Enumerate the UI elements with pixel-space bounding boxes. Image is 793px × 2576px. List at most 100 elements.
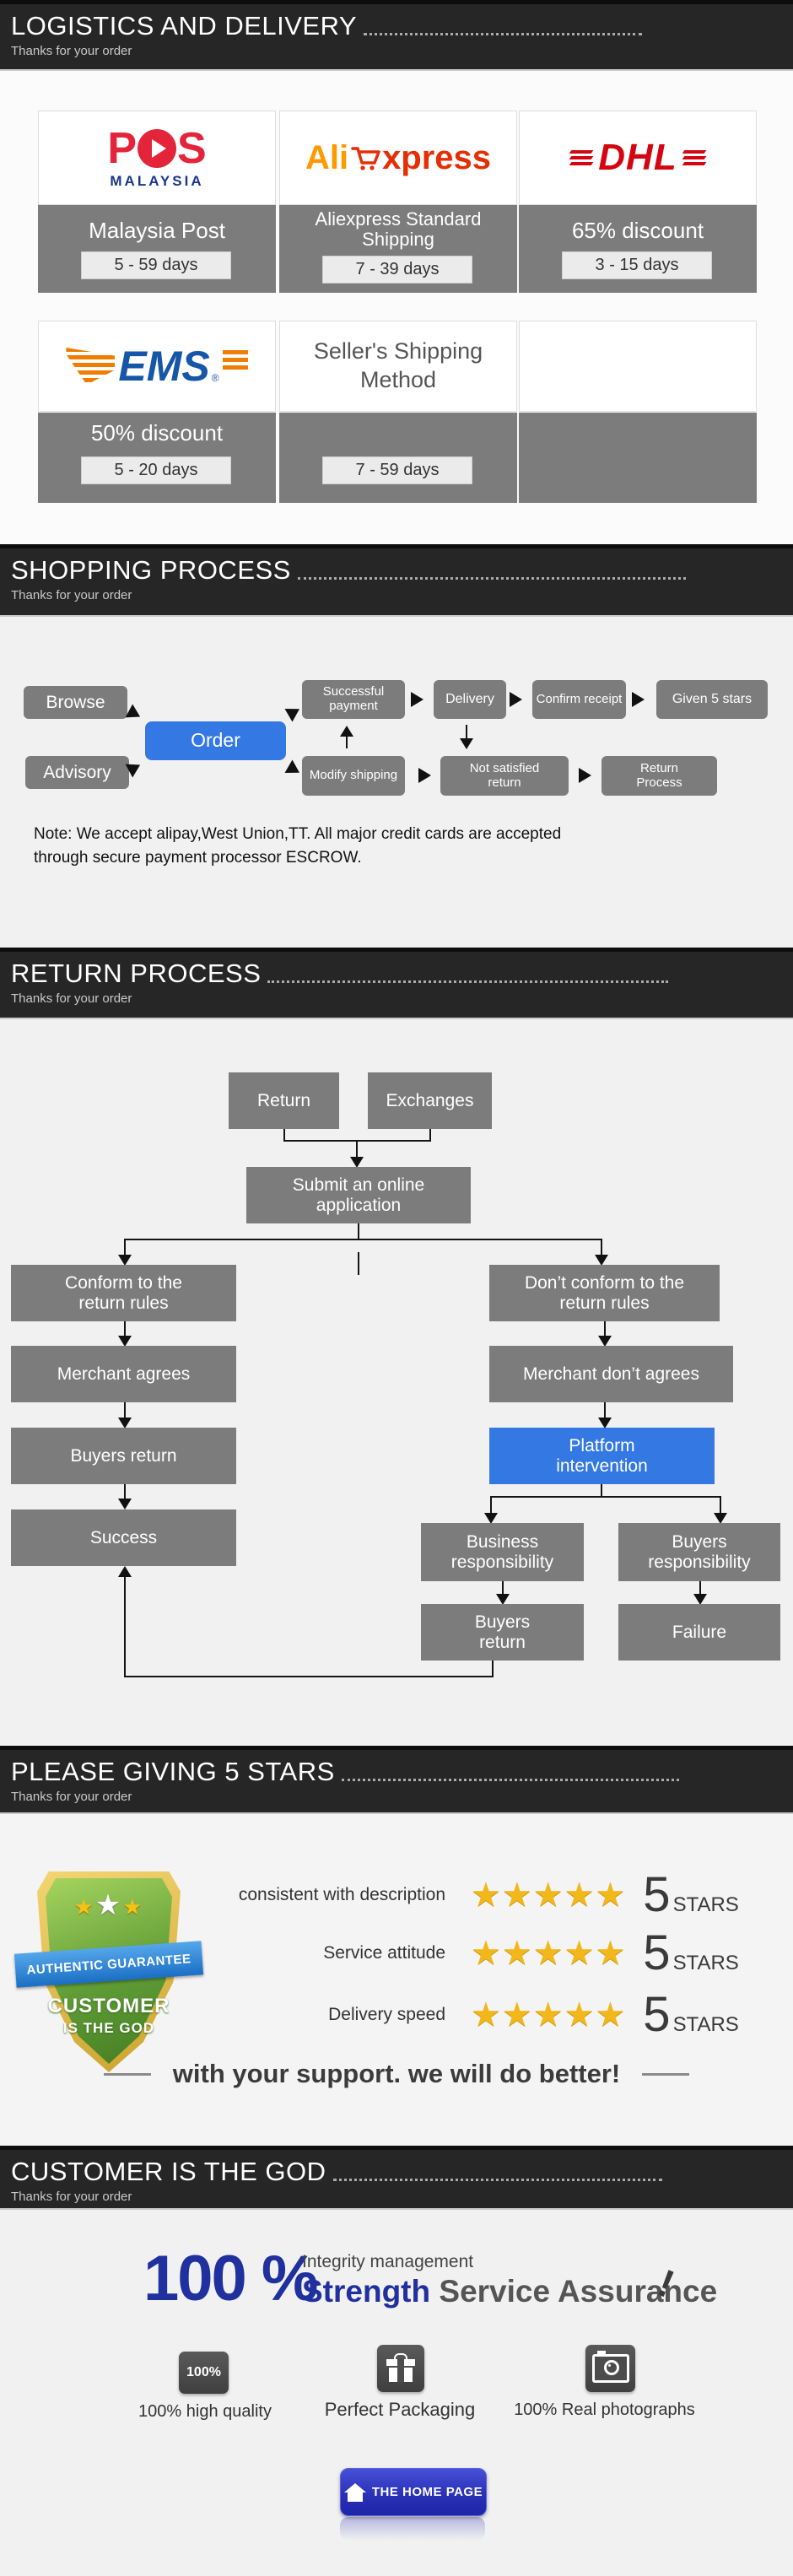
flow-node-platform-intervention: Platform intervention [489, 1428, 715, 1484]
arrow-delivery-confirm [510, 692, 522, 707]
connector-line [699, 1581, 701, 1595]
pos-country-label: MALAYSIA [110, 172, 204, 189]
dhl-speedlines-left-icon [569, 150, 594, 165]
dhl-logo-cell: DHL [519, 111, 757, 205]
flow-node-confirm-receipt: Confirm receipt [532, 680, 626, 719]
connector-line [124, 1239, 126, 1256]
note-line2: through secure payment processor ESCROW. [34, 849, 362, 867]
logistics-title: LOGISTICS AND DELIVERY [11, 11, 358, 41]
connector-line [466, 725, 467, 738]
arrow [496, 1594, 510, 1605]
arrow [693, 1594, 707, 1605]
empty-cell [519, 321, 757, 412]
strength-label: Strength [302, 2274, 431, 2309]
house-icon [343, 2482, 366, 2502]
connector-line [124, 1484, 126, 1499]
arrow [118, 1418, 132, 1428]
camera-icon [585, 2345, 635, 2392]
integrity-label: Integrity management [302, 2252, 474, 2271]
ems-text: EMS [118, 343, 210, 390]
connector-line [124, 1321, 126, 1337]
score-number: 5 [643, 1925, 671, 1980]
support-line: with your support. we will do better! [0, 2059, 793, 2089]
xpress-text: xpress [382, 138, 492, 176]
rating-label: Delivery speed [328, 2005, 445, 2024]
flow-node-return-process: Return Process [601, 756, 717, 796]
customer-section: 100 % Integrity management Strength Serv… [0, 2210, 793, 2576]
connector-line [492, 1661, 494, 1676]
score-number: 5 [643, 1867, 671, 1922]
connector-line [490, 1496, 721, 1498]
pos-letter-p: P [107, 123, 137, 173]
arrow-modify-notsatisfied [418, 768, 431, 783]
five-stars-icon: ★★★★★ [471, 1935, 627, 1972]
arrow [484, 1513, 498, 1524]
dotted-line [267, 978, 669, 983]
dhl-discount-cell: 65% discount 3 - 15 days [519, 205, 757, 293]
flow-node-advisory: Advisory [25, 756, 129, 789]
registered-mark: ® [211, 372, 219, 384]
flow-node-failure: Failure [618, 1604, 780, 1661]
stars-subtitle: Thanks for your order [11, 1790, 132, 1804]
badge-god-label: IS THE GOD [62, 2020, 155, 2036]
connector-line [358, 1223, 359, 1239]
home-page-button[interactable]: THE HOME PAGE [340, 2468, 487, 2516]
connector-line [601, 1239, 602, 1256]
flow-node-merchant-agrees: Merchant agrees [11, 1346, 236, 1402]
arrow-to-dont-conform [595, 1255, 608, 1266]
hundred-percent: 100 % [143, 2243, 318, 2314]
connector-line [346, 737, 348, 748]
home-button-label: THE HOME PAGE [371, 2485, 483, 2499]
empty-gray-cell [519, 413, 757, 503]
return-flow-section: Return Exchanges Submit an online applic… [0, 1019, 793, 1746]
button-reflection [340, 2517, 485, 2541]
ems-discount-cell: 50% discount 5 - 20 days [38, 413, 276, 503]
score-suffix: STARS [672, 1952, 739, 1974]
carrier-name: Aliexpress Standard Shipping [315, 208, 482, 251]
customer-subtitle: Thanks for your order [11, 2190, 132, 2204]
flow-node-buyers-responsibility: Buyers responsibility [618, 1523, 780, 1581]
five-stars-icon: ★★★★★ [471, 1877, 627, 1914]
return-title: RETURN PROCESS [11, 959, 262, 988]
dotted-line [297, 575, 686, 580]
carrier-name: Malaysia Post [89, 218, 225, 243]
connector-stub [358, 1252, 359, 1275]
flow-node-conform: Conform to the return rules [11, 1265, 236, 1321]
connector-line [124, 1239, 601, 1240]
payment-note: Note: We accept alipay,West Union,TT. Al… [34, 823, 768, 870]
note-line1: Note: We accept alipay,West Union,TT. Al… [34, 825, 562, 843]
dhl-speedlines-right-icon [682, 150, 707, 165]
flow-node-buyers-return-2: Buyers return [421, 1604, 584, 1661]
flow-node-submit: Submit an online application [246, 1167, 471, 1223]
section-header-stars: PLEASE GIVING 5 STARS Thanks for your or… [0, 1746, 793, 1814]
arrow [598, 1336, 612, 1347]
delivery-days-chip: 7 - 39 days [322, 256, 472, 284]
dash-decoration [103, 2072, 151, 2076]
score-number: 5 [643, 1987, 671, 2042]
ems-logo: EMS ® [66, 343, 248, 390]
stars-section: ★★★ AUTHENTIC GUARANTEE CUSTOMER IS THE … [0, 1814, 793, 2146]
arrow [598, 1418, 612, 1428]
connector-line [490, 1496, 492, 1514]
flow-node-business-responsibility: Business responsibility [421, 1523, 584, 1581]
connector-line [124, 1402, 126, 1418]
carrier-name: 65% discount [571, 218, 704, 243]
flow-node-buyers-return: Buyers return [11, 1428, 236, 1484]
dotted-line [341, 1776, 679, 1781]
arrow [714, 1513, 727, 1524]
seller-method-cell: Seller's Shipping Method [279, 321, 517, 412]
photographs-label: 100% Real photographs [514, 2400, 695, 2419]
support-text: with your support. we will do better! [172, 2059, 621, 2088]
shopping-subtitle: Thanks for your order [11, 588, 132, 602]
rating-label: Service attitude [323, 1943, 445, 1963]
arrow-confirm-stars [632, 692, 645, 707]
connector-line [283, 1129, 285, 1141]
assurance-label: Service Assurance [430, 2274, 718, 2309]
pos-chevron-icon [138, 128, 176, 168]
connector-line [502, 1581, 504, 1595]
